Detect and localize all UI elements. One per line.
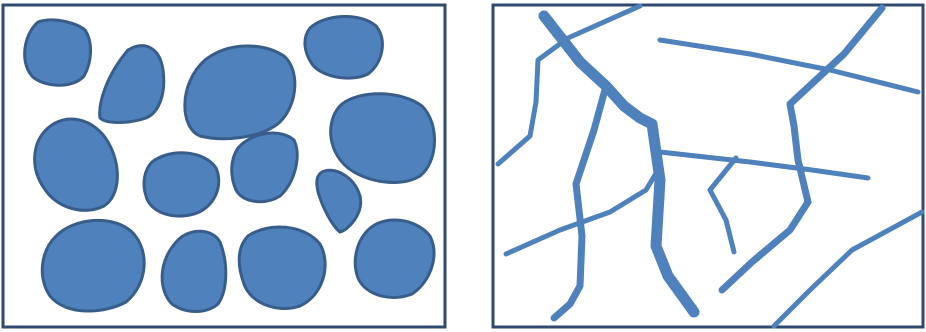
particle-7 <box>144 153 219 216</box>
branching-lines-panel <box>490 0 926 332</box>
lines-frame <box>493 5 923 327</box>
particle-1 <box>25 20 91 85</box>
particle-13 <box>355 220 434 298</box>
particles-svg <box>0 0 450 332</box>
branching-lines-svg <box>490 0 926 332</box>
particle-12 <box>239 227 325 309</box>
particle-10 <box>42 220 144 311</box>
particle-4 <box>305 16 383 78</box>
particles-panel <box>0 0 450 332</box>
